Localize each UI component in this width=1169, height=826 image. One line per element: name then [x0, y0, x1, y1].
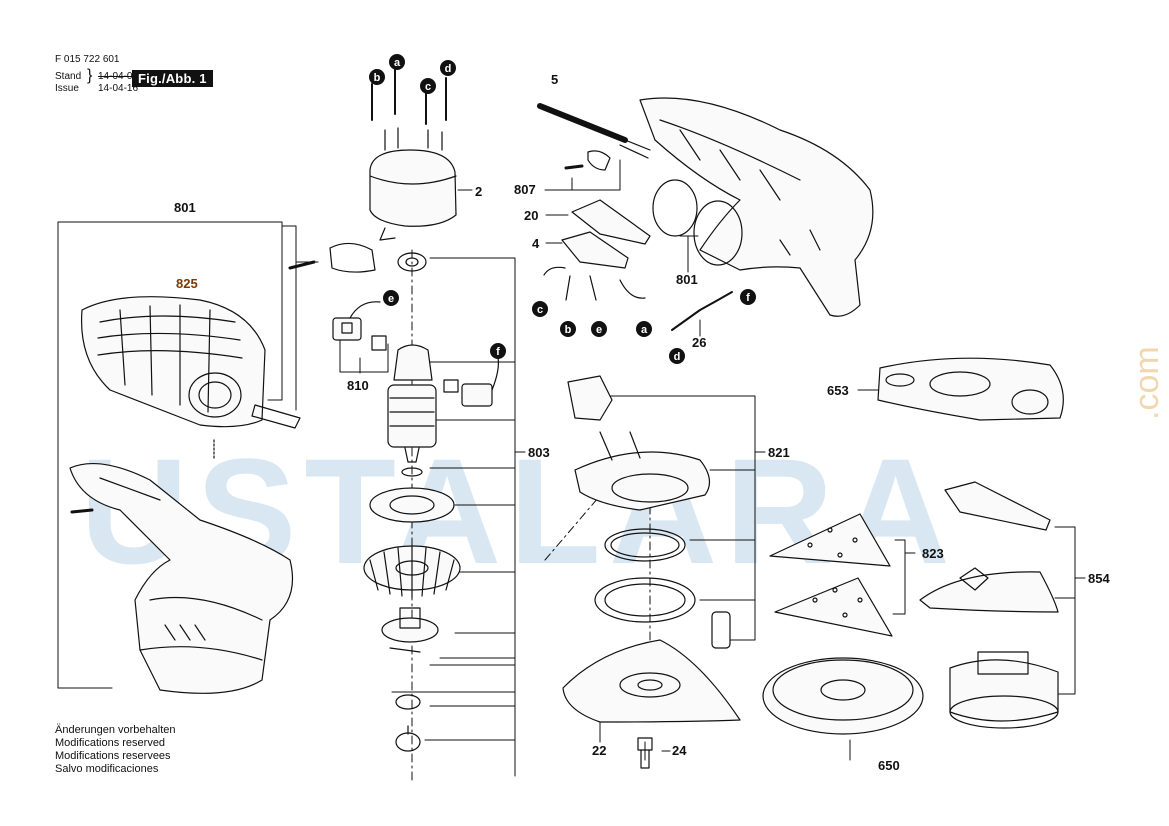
part-823: 823 [922, 546, 944, 561]
issue-label: Issue [55, 83, 79, 94]
figure-label: Fig./Abb. 1 [132, 70, 213, 87]
delta-sheet-823a [769, 513, 891, 567]
brace-glyph: } [87, 67, 93, 84]
wire-label-f: f [496, 346, 500, 358]
part-801-top: 801 [174, 200, 196, 215]
screw-24 [637, 737, 653, 769]
bracket-part [329, 242, 376, 273]
delta-attachment [919, 567, 1059, 613]
armature [387, 344, 437, 477]
part-803: 803 [528, 445, 550, 460]
finger-attachment [944, 481, 1051, 531]
issue-date: 14-04-16 [98, 83, 139, 94]
wire-26 [671, 291, 733, 331]
part-854: 854 [1088, 571, 1110, 586]
delta-plate-653 [877, 357, 1064, 421]
part-22: 22 [592, 743, 606, 758]
handle-housing [69, 463, 294, 694]
part-5: 5 [551, 72, 558, 87]
ring-seal [604, 528, 686, 562]
stand-label: Stand [55, 71, 82, 82]
bearing-top [397, 252, 427, 272]
cable-5 [537, 103, 651, 159]
wire-label-e: e [388, 293, 394, 305]
wire-label-a: a [394, 57, 401, 69]
wire-label-d-right: d [674, 351, 681, 363]
eccentric-part [381, 607, 439, 752]
dust-guide-part [567, 375, 613, 421]
part-807: 807 [514, 182, 536, 197]
switch-20-4 [543, 199, 651, 301]
part-4: 4 [532, 236, 540, 251]
wire-label-e-lower: e [596, 324, 602, 336]
housing-shell-825 [80, 296, 301, 459]
delta-pad-22 [562, 639, 741, 723]
part-2: 2 [475, 184, 482, 199]
pin-part [711, 611, 731, 649]
part-821: 821 [768, 445, 790, 460]
delta-sheet-823b [774, 577, 893, 637]
part-20: 20 [524, 208, 538, 223]
cable-clamp-807 [564, 150, 611, 171]
part-653: 653 [827, 383, 849, 398]
part-number-labels: 801 825 2 5 807 20 4 801 26 810 803 821 … [174, 72, 1110, 773]
part-24: 24 [672, 743, 687, 758]
wire-label-markers [369, 54, 756, 364]
fan-assembly [363, 487, 461, 599]
base-frame-821 [574, 431, 711, 511]
part-650: 650 [878, 758, 900, 773]
part-810: 810 [347, 378, 369, 393]
motor-housing-right [639, 97, 874, 317]
doc-number: F 015 722 601 [55, 54, 120, 65]
part-801-right: 801 [676, 272, 698, 287]
note-de: Änderungen vorbehalten [55, 724, 176, 736]
stand-date: 14-04-03 [98, 71, 139, 82]
part-26: 26 [692, 335, 706, 350]
modification-notes: Änderungen vorbehalten Modifications res… [55, 724, 175, 776]
brush-holder-810 [332, 301, 499, 407]
note-fr: Modifications reservees [55, 750, 171, 762]
wire-label-f-right: f [746, 292, 750, 304]
part-825: 825 [176, 276, 198, 291]
wire-label-b-lower: b [565, 324, 572, 336]
wires-abcd [371, 69, 447, 125]
wire-label-d: d [445, 63, 452, 75]
connector-block-2 [369, 127, 457, 241]
round-pad-650 [762, 657, 924, 735]
wire-label-a-lower: a [641, 324, 648, 336]
ring-plate [594, 577, 696, 623]
note-es: Salvo modificaciones [55, 763, 159, 775]
round-attachment [949, 651, 1059, 729]
wire-label-c-lower: c [537, 304, 543, 316]
wire-letters: b a c d e f c b e a f d [374, 57, 751, 363]
wire-label-b: b [374, 72, 381, 84]
note-en: Modifications reserved [55, 737, 166, 749]
wire-label-c: c [425, 81, 431, 93]
